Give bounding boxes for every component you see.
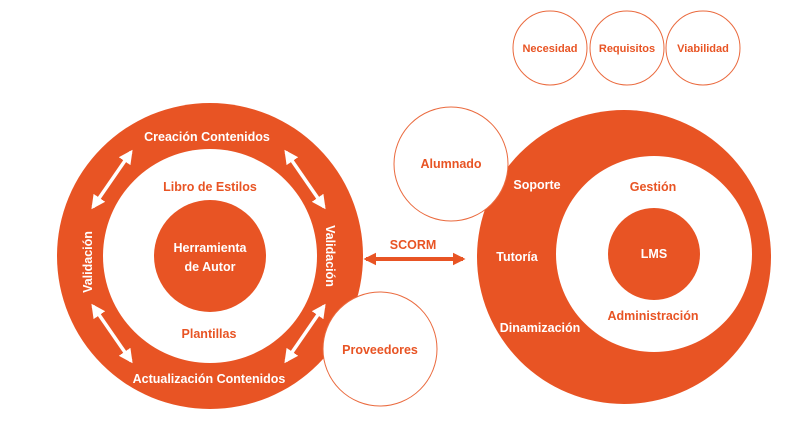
tutoria-label: Tutoría [496, 250, 538, 264]
right-cycle: LMS Gestión Administración Soporte Tutor… [477, 110, 771, 404]
gestion-label: Gestión [630, 180, 677, 194]
lms-center-circle [608, 208, 700, 300]
libro-de-estilos-label: Libro de Estilos [163, 180, 257, 194]
cycle-arrow-top-right [284, 149, 326, 210]
plantillas-label: Plantillas [182, 327, 237, 341]
requisitos-label: Requisitos [599, 43, 655, 55]
proveedores-label: Proveedores [342, 343, 418, 357]
validacion-right-label: Validación [323, 225, 337, 287]
alumnado-label: Alumnado [420, 157, 481, 171]
cycle-arrow-top-left [91, 149, 133, 210]
actualizacion-contenidos-label: Actualización Contenidos [133, 372, 286, 386]
soporte-label: Soporte [513, 178, 560, 192]
requisitos-bubble [589, 10, 665, 86]
de-autor-label: de Autor [185, 260, 236, 274]
top-bubbles: Necesidad Requisitos Viabilidad [512, 10, 741, 86]
proveedores-bubble [322, 291, 438, 407]
left-center-circle [154, 200, 266, 312]
viabilidad-label: Viabilidad [677, 43, 729, 55]
administracion-label: Administración [608, 309, 699, 323]
left-cycle: Creación Contenidos Actualización Conten… [57, 103, 363, 409]
validacion-left-label: Validación [81, 231, 95, 293]
cycle-arrow-bottom-right [284, 303, 326, 364]
necesidad-bubble [512, 10, 588, 86]
lms-label: LMS [641, 247, 667, 261]
creacion-contenidos-label: Creación Contenidos [144, 130, 270, 144]
satellites: Alumnado Proveedores [322, 106, 509, 407]
scorm-connector: SCORM [363, 238, 466, 266]
dinamizacion-label: Dinamización [500, 321, 581, 335]
scorm-label: SCORM [390, 238, 437, 252]
cycle-arrow-bottom-left [91, 303, 133, 364]
alumnado-bubble [393, 106, 509, 222]
viabilidad-bubble [665, 10, 741, 86]
herramienta-label: Herramienta [174, 241, 248, 255]
necesidad-label: Necesidad [522, 43, 577, 55]
